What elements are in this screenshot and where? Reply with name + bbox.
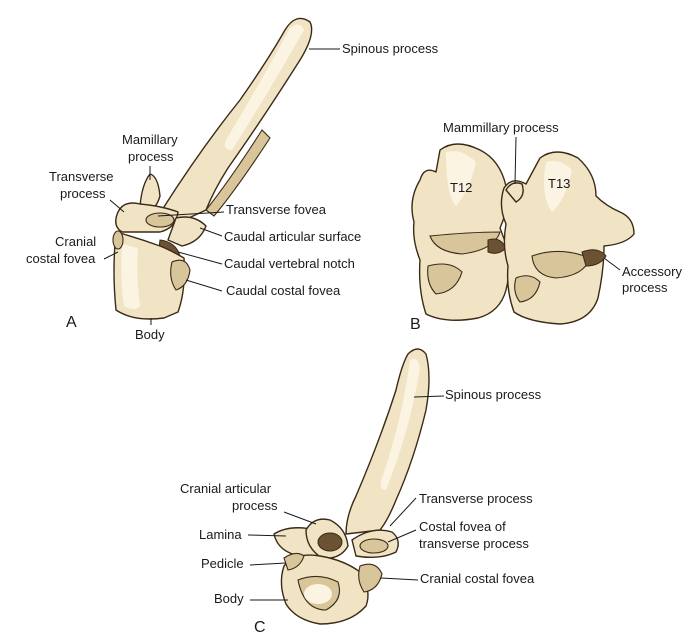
label-caudal-costal-fovea-a: Caudal costal fovea	[226, 283, 341, 298]
label-caudal-vertebral-notch-a: Caudal vertebral notch	[224, 256, 355, 271]
panel-b-illustration	[411, 143, 635, 325]
cranial-costal-fovea-a	[112, 230, 124, 250]
label-accessory-process-b-1: Accessory	[622, 264, 682, 279]
label-mamillary-process-a-1: Mamillary	[122, 132, 178, 147]
label-mamillary-process-a-2: process	[128, 149, 174, 164]
label-cranial-costal-fovea-a-2: costal fovea	[26, 251, 96, 266]
mammillary-process-b	[505, 182, 524, 203]
label-caudal-articular-surface-a: Caudal articular surface	[224, 229, 361, 244]
panel-a-illustration	[112, 17, 313, 320]
pedicle-c	[283, 552, 305, 571]
costal-fovea-transverse-process-c	[359, 538, 389, 554]
caudal-articular-a	[167, 216, 207, 247]
label-cranial-articular-process-c-2: process	[232, 498, 278, 513]
label-pedicle-c: Pedicle	[201, 556, 244, 571]
label-transverse-process-a-1: Transverse	[49, 169, 114, 184]
label-mammillary-process-b: Mammillary process	[443, 120, 559, 135]
panel-label-a: A	[66, 314, 77, 331]
transverse-fovea-a	[145, 212, 175, 228]
label-spinous-process-c: Spinous process	[445, 387, 542, 402]
cranial-costal-fovea-c	[358, 563, 383, 593]
label-costal-fovea-tp-c-1: Costal fovea of	[419, 519, 506, 534]
label-accessory-process-b-2: process	[622, 280, 668, 295]
accessory-process-b	[581, 249, 607, 267]
label-t13: T13	[548, 176, 570, 191]
label-transverse-process-a-2: process	[60, 186, 106, 201]
label-lamina-c: Lamina	[199, 527, 242, 542]
vertebral-foramen-c	[317, 532, 343, 552]
label-cranial-articular-process-c-1: Cranial articular	[180, 481, 272, 496]
label-cranial-costal-fovea-a-1: Cranial	[55, 234, 96, 249]
panel-label-b: B	[410, 316, 421, 333]
label-costal-fovea-tp-c-2: transverse process	[419, 536, 529, 551]
label-transverse-fovea-a: Transverse fovea	[226, 202, 327, 217]
label-cranial-costal-fovea-c: Cranial costal fovea	[420, 571, 535, 586]
label-t12: T12	[450, 180, 472, 195]
caudal-costal-fovea-a	[170, 259, 191, 291]
label-transverse-process-c: Transverse process	[419, 491, 533, 506]
label-body-c: Body	[214, 591, 244, 606]
label-body-a: Body	[135, 327, 165, 342]
label-spinous-process-a: Spinous process	[342, 41, 439, 56]
panel-label-c: C	[254, 619, 266, 636]
panel-c-illustration	[273, 348, 430, 625]
